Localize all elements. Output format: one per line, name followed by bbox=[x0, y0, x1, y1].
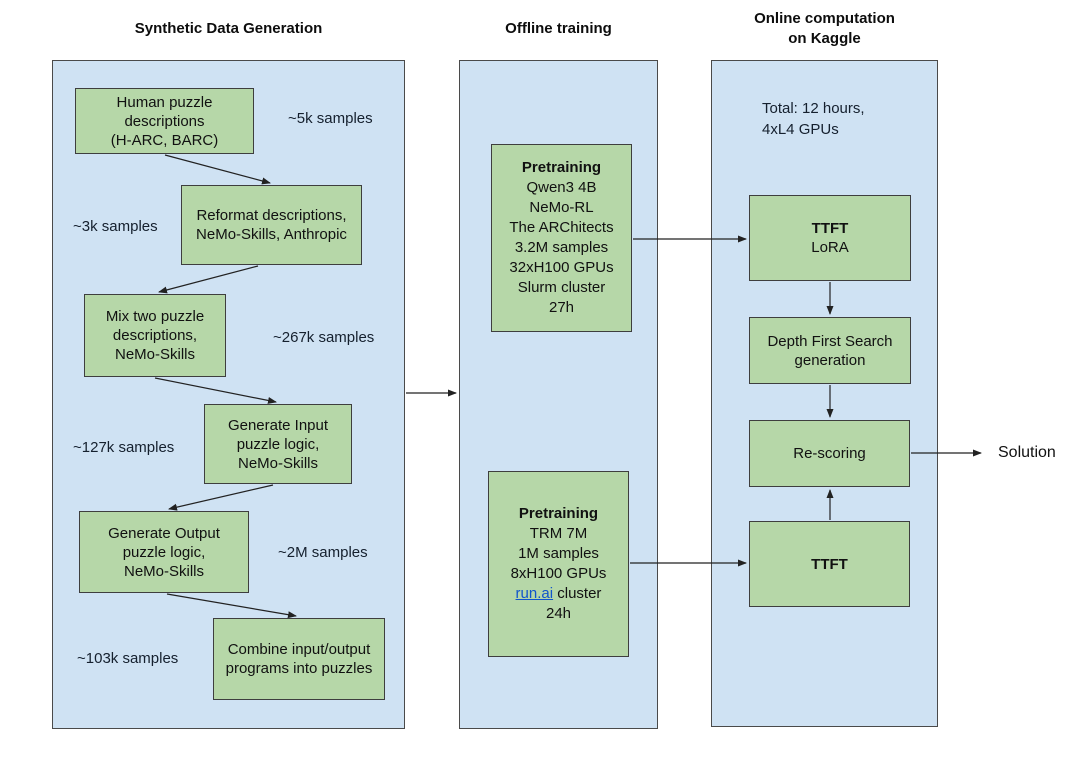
box-text: Qwen3 4B NeMo-RL The ARChitects 3.2M sam… bbox=[509, 179, 614, 316]
box-human-puzzle-descriptions: Human puzzle descriptions (H-ARC, BARC) bbox=[75, 88, 254, 154]
sample-count-label-5k: ~5k samples bbox=[288, 110, 373, 127]
box-heading: TTFT bbox=[811, 220, 849, 237]
box-heading: Pretraining bbox=[518, 505, 599, 522]
column-title-online-computation: Online computation on Kaggle bbox=[754, 10, 895, 47]
run-ai-link[interactable]: run.ai bbox=[515, 585, 554, 602]
sample-count-label-127k: ~127k samples bbox=[73, 439, 175, 456]
box-text: TRM 7M 1M samples 8xH100 GPUs bbox=[510, 525, 607, 582]
box-text: Reformat descriptions, NeMo-Skills, Anth… bbox=[196, 207, 347, 243]
sample-count-label-103k: ~103k samples bbox=[77, 650, 179, 667]
cluster-line-suffix: cluster bbox=[553, 585, 602, 602]
box-ttft-lora: TTFT LoRA bbox=[749, 195, 911, 281]
box-mix-two-puzzle-descriptions: Mix two puzzle descriptions, NeMo-Skills bbox=[84, 294, 226, 377]
box-heading: Pretraining bbox=[521, 159, 602, 176]
box-pretraining-qwen3: Pretraining Qwen3 4B NeMo-RL The ARChite… bbox=[491, 144, 632, 332]
box-text: 24h bbox=[545, 605, 572, 622]
sample-count-label-3k: ~3k samples bbox=[73, 218, 158, 235]
box-text: LoRA bbox=[811, 239, 849, 256]
column-title-synthetic-data-generation: Synthetic Data Generation bbox=[134, 20, 323, 37]
box-reformat-descriptions: Reformat descriptions, NeMo-Skills, Anth… bbox=[181, 185, 362, 265]
box-text: Combine input/output programs into puzzl… bbox=[225, 641, 373, 677]
box-text: Human puzzle descriptions (H-ARC, BARC) bbox=[110, 93, 219, 149]
box-text: Generate Output puzzle logic, NeMo-Skill… bbox=[108, 524, 220, 580]
box-ttft: TTFT bbox=[749, 521, 910, 607]
kaggle-total-note: Total: 12 hours, 4xL4 GPUs bbox=[762, 100, 865, 138]
box-text: Depth First Search generation bbox=[767, 332, 893, 369]
cluster-line: run.ai cluster bbox=[516, 584, 602, 604]
box-pretraining-trm: Pretraining TRM 7M 1M samples 8xH100 GPU… bbox=[488, 471, 629, 657]
box-generate-output-puzzle-logic: Generate Output puzzle logic, NeMo-Skill… bbox=[79, 511, 249, 593]
box-re-scoring: Re-scoring bbox=[749, 420, 910, 487]
panel-online-computation bbox=[711, 60, 938, 727]
solution-label: Solution bbox=[998, 444, 1056, 461]
box-heading: TTFT bbox=[811, 555, 848, 573]
sample-count-label-2m: ~2M samples bbox=[278, 544, 368, 561]
column-title-offline-training: Offline training bbox=[505, 20, 612, 37]
box-text: Generate Input puzzle logic, NeMo-Skills bbox=[227, 416, 329, 472]
box-generate-input-puzzle-logic: Generate Input puzzle logic, NeMo-Skills bbox=[204, 404, 352, 484]
box-text: Re-scoring bbox=[793, 445, 866, 462]
sample-count-label-267k: ~267k samples bbox=[273, 329, 375, 346]
box-depth-first-search-generation: Depth First Search generation bbox=[749, 317, 911, 384]
box-combine-input-output-programs: Combine input/output programs into puzzl… bbox=[213, 618, 385, 700]
box-text: Mix two puzzle descriptions, NeMo-Skills bbox=[105, 308, 205, 363]
